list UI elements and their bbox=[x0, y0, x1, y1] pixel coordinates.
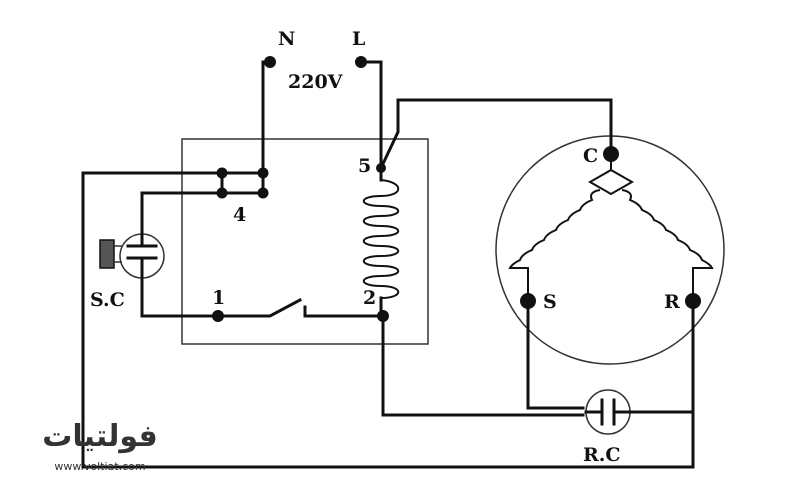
label-voltage: 220V bbox=[288, 71, 344, 93]
label-terminal-2: 2 bbox=[363, 287, 376, 309]
watermark: فولتيات www.voltiat.com bbox=[42, 419, 158, 473]
label-run: R bbox=[664, 291, 680, 313]
run-capacitor bbox=[584, 389, 632, 435]
watermark-url: www.voltiat.com bbox=[54, 460, 145, 473]
label-starting-capacitor: S.C bbox=[90, 289, 125, 311]
node-4d bbox=[257, 187, 269, 199]
label-common: C bbox=[583, 145, 598, 167]
relay-coil bbox=[362, 179, 400, 299]
motor-windings bbox=[508, 154, 714, 301]
watermark-brand: فولتيات bbox=[42, 419, 158, 454]
node-l bbox=[355, 56, 367, 68]
label-run-capacitor: R.C bbox=[583, 444, 621, 466]
node-4c bbox=[216, 187, 228, 199]
label-terminal-1: 1 bbox=[212, 287, 225, 309]
node-2 bbox=[377, 310, 389, 322]
node-c bbox=[603, 146, 619, 162]
label-terminal-4: 4 bbox=[233, 204, 246, 226]
node-4a bbox=[216, 167, 228, 179]
node-r bbox=[685, 293, 701, 309]
label-terminal-5: 5 bbox=[358, 155, 371, 177]
label-n: N bbox=[278, 28, 295, 50]
node-s bbox=[520, 293, 536, 309]
label-l: L bbox=[352, 28, 365, 50]
wires bbox=[81, 60, 695, 469]
node-n bbox=[264, 56, 276, 68]
starting-capacitor bbox=[99, 228, 165, 282]
node-4b bbox=[257, 167, 269, 179]
node-5 bbox=[376, 163, 386, 173]
node-1 bbox=[212, 310, 224, 322]
label-start: S bbox=[543, 291, 557, 313]
relay-box bbox=[181, 138, 429, 345]
